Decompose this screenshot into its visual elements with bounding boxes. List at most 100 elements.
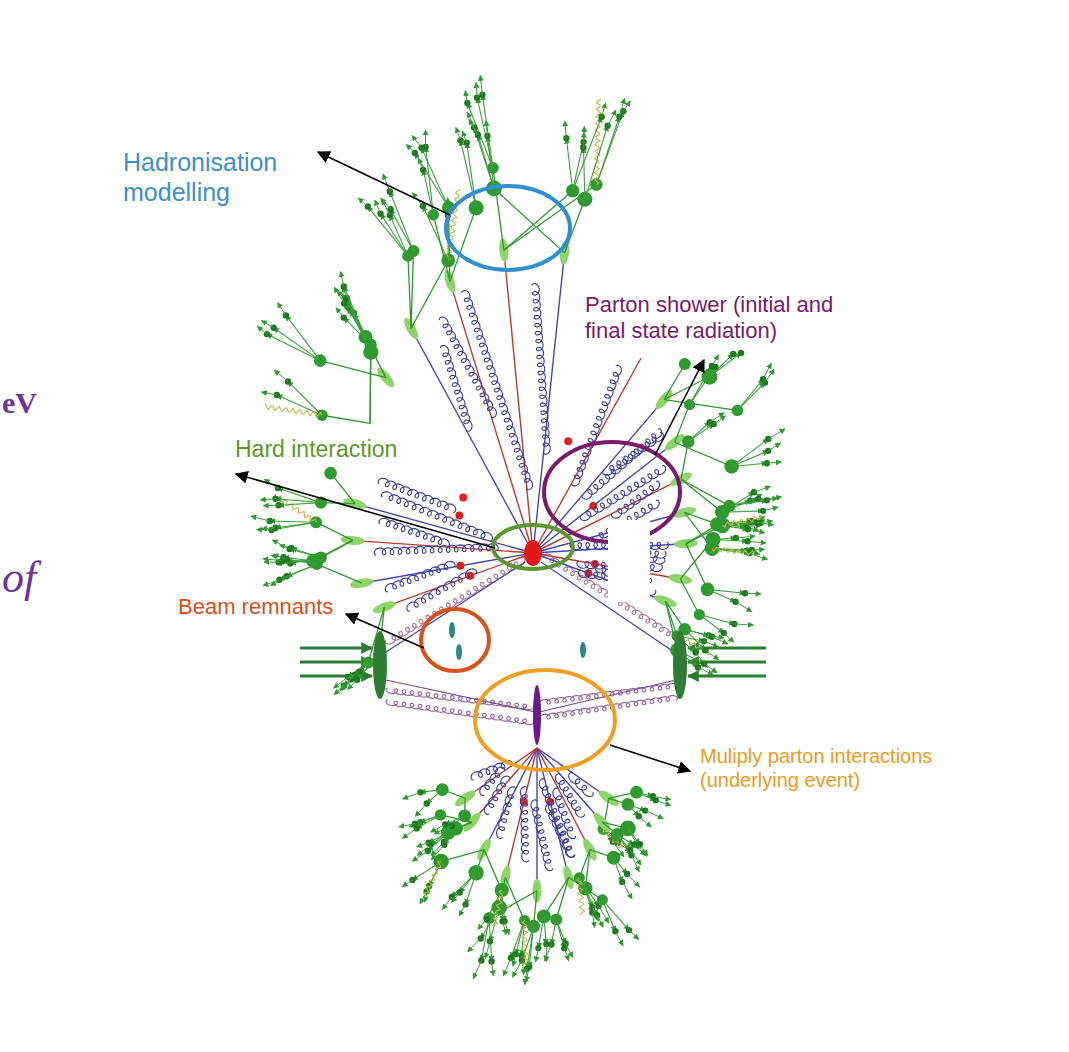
decay-arrow	[639, 816, 652, 827]
gluon-spring	[531, 800, 553, 871]
hard-interaction-blob	[524, 540, 542, 566]
hadron	[679, 358, 691, 370]
decay-product	[417, 789, 423, 795]
parton-dot	[456, 562, 464, 570]
decay-arrow	[278, 503, 320, 506]
decay-arrow	[597, 915, 603, 927]
decay-arrow	[391, 209, 414, 251]
decay-arrow	[399, 824, 415, 827]
hadron-line	[320, 361, 386, 378]
decay-arrow	[261, 321, 273, 328]
decay-arrow	[732, 439, 769, 467]
hadron-line	[504, 191, 573, 250]
hadron	[607, 851, 621, 865]
hadron-line	[565, 199, 585, 253]
decay-arrow	[358, 198, 367, 207]
decay-arrow	[279, 564, 317, 580]
decay-product	[695, 664, 701, 670]
slide-fragment: of	[2, 552, 36, 604]
decay-arrow	[556, 920, 565, 944]
gluon-spring	[385, 558, 525, 644]
decay-arrow	[544, 916, 546, 944]
remnant	[580, 642, 586, 658]
decay-arrow	[460, 873, 476, 893]
hadron-line	[369, 345, 371, 424]
decay-arrow	[734, 624, 753, 625]
decay-arrow	[767, 462, 782, 463]
remnant	[456, 644, 462, 660]
photon-line	[492, 890, 503, 926]
hadronisation-cluster	[653, 593, 679, 610]
decay-arrow	[272, 540, 289, 549]
decay-product	[283, 312, 289, 318]
decay-arrow	[653, 796, 671, 799]
decay-arrow	[511, 921, 525, 958]
beam-arrow	[300, 647, 372, 650]
photon-line	[275, 493, 316, 522]
decay-arrow	[476, 82, 478, 97]
gluon-spring	[386, 688, 535, 710]
decay-arrow	[622, 882, 632, 899]
hadronisation-cluster	[591, 810, 614, 834]
decay-arrow	[602, 900, 615, 932]
decay-arrow	[714, 416, 726, 424]
blank-patch	[608, 520, 650, 602]
decay-arrow	[768, 443, 780, 451]
hadron-line	[493, 168, 504, 250]
decay-arrow	[417, 843, 429, 847]
decay-arrow	[708, 589, 746, 593]
decay-arrow	[486, 121, 487, 136]
photon-line	[265, 404, 322, 416]
gluon-spring	[407, 569, 477, 611]
decay-arrow	[487, 890, 502, 919]
decay-arrow	[412, 136, 421, 148]
gluon-spring	[496, 787, 515, 839]
decay-arrow	[565, 121, 567, 138]
decay-arrow	[334, 287, 344, 303]
label-holder: Parton shower (initial and final state r…	[585, 292, 835, 344]
decay-arrow	[765, 369, 774, 382]
decay-arrow	[412, 851, 428, 861]
hadron	[402, 250, 414, 262]
decay-arrow	[503, 958, 510, 976]
hadron-line	[664, 364, 685, 399]
decay-arrow	[525, 969, 527, 985]
hadron-line	[681, 479, 729, 506]
decay-arrow	[286, 315, 320, 360]
hard-interaction-label: Hard interaction	[235, 436, 450, 463]
decay-arrow	[732, 451, 769, 467]
photon-line	[594, 99, 601, 185]
hadronisation-ring	[446, 186, 570, 270]
decay-arrow	[566, 943, 573, 957]
decay-product	[377, 211, 383, 217]
decay-arrow	[403, 792, 421, 799]
decay-arrow	[480, 75, 482, 94]
decay-arrow	[629, 930, 639, 939]
decay-arrow	[287, 559, 317, 564]
decay-product	[701, 661, 707, 667]
decay-arrow	[722, 525, 748, 529]
decay-arrow	[402, 880, 412, 887]
photon-line	[522, 921, 528, 965]
decay-arrow	[585, 126, 608, 200]
hadron-line	[675, 442, 732, 466]
decay-product	[478, 957, 484, 963]
decay-arrow	[513, 954, 516, 966]
decay-arrow	[431, 845, 444, 860]
hadron	[324, 467, 337, 480]
gluon-spring	[441, 346, 473, 432]
slide-fragment: eV	[2, 385, 37, 420]
decay-arrow	[536, 948, 539, 962]
decay-arrow	[602, 103, 606, 117]
proton-beam	[373, 631, 387, 699]
decay-product	[765, 448, 771, 454]
decay-arrow	[423, 170, 433, 215]
hadron-line	[569, 877, 603, 899]
decay-arrow	[270, 521, 316, 522]
decay-arrow	[736, 536, 755, 538]
decay-arrow	[257, 529, 272, 530]
decay-arrow	[425, 130, 426, 147]
decay-arrow	[456, 127, 461, 140]
decay-product	[732, 599, 738, 605]
hadron-line	[316, 522, 353, 540]
